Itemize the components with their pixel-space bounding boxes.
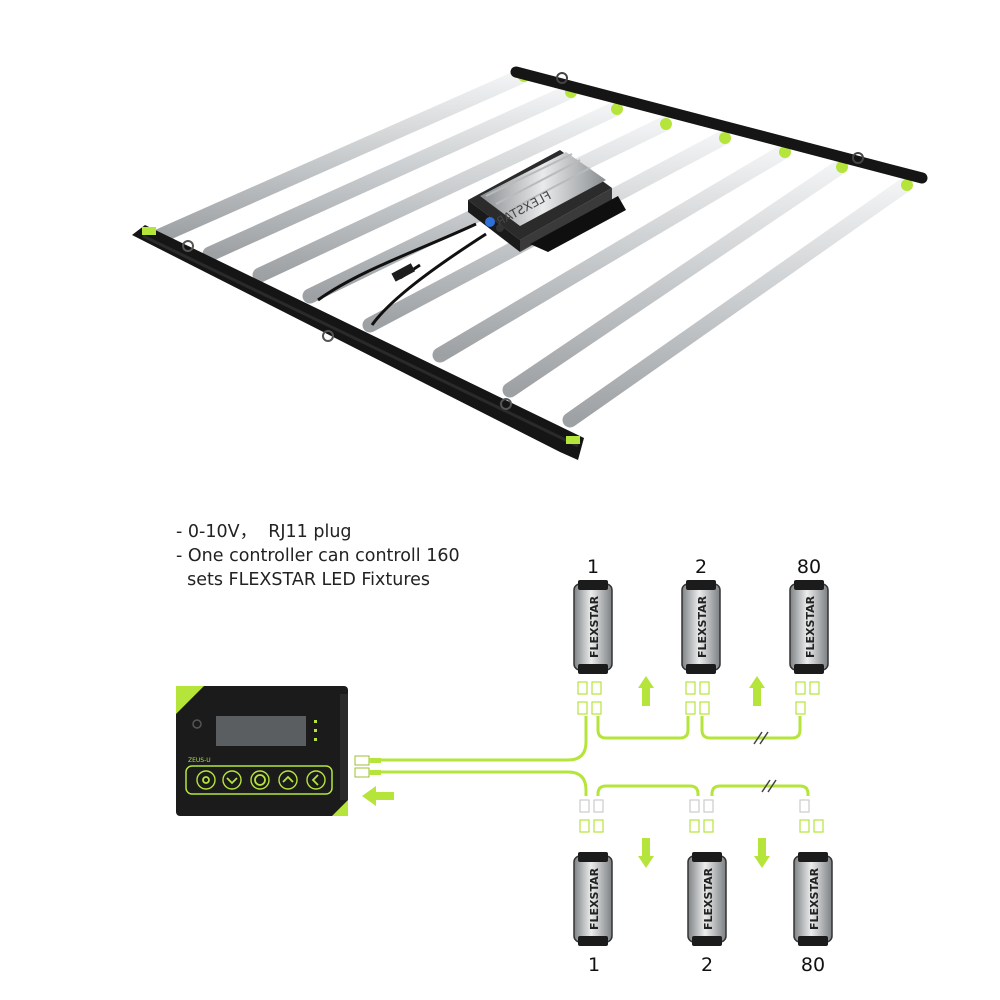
light-bars	[152, 68, 913, 428]
back-button	[306, 770, 326, 790]
light-bar	[562, 177, 913, 428]
indicator-dots	[314, 720, 317, 741]
input-arrow	[362, 786, 394, 806]
light-bar	[432, 144, 791, 363]
fixture-chain-bottom: FLEXSTAR FLEXSTAR FLEXSTAR	[573, 852, 833, 946]
hanging-ring	[852, 152, 864, 164]
controller-model-label: ZEUS-U	[188, 757, 211, 764]
hanging-ring	[182, 240, 194, 252]
arrow-down-icon	[638, 838, 654, 868]
fixture-chain-top: FLEXSTAR FLEXSTAR FLEXSTAR	[573, 580, 829, 674]
fixture-brand-text: FLEXSTAR	[804, 595, 817, 658]
fixture-number-label: 2	[700, 954, 714, 976]
fixture-number-label: 1	[586, 556, 600, 578]
fixture-module: FLEXSTAR	[573, 580, 613, 674]
fixture-module: FLEXSTAR	[681, 580, 721, 674]
bar-end-caps	[518, 70, 913, 191]
arrow-up-icon	[638, 676, 654, 706]
fixture-module: FLEXSTAR	[687, 852, 727, 946]
ok-button	[250, 770, 270, 790]
brightness-button	[196, 770, 216, 790]
hanging-ring	[322, 330, 334, 342]
fixture-brand-text: FLEXSTAR	[702, 867, 715, 930]
controller-display	[216, 716, 306, 746]
arrow-up-icon	[749, 676, 765, 706]
fixture-number-label: 2	[694, 556, 708, 578]
note-line: - One controller can controll 160	[176, 546, 460, 566]
fixture-module: FLEXSTAR	[573, 852, 613, 946]
hanging-ring	[556, 72, 568, 84]
led-driver: FLEXSTAR	[468, 150, 626, 252]
flow-arrows	[638, 676, 770, 868]
light-bar	[152, 68, 530, 244]
fixture-brand-text: FLEXSTAR	[808, 867, 821, 930]
spec-notes: - 0-10V， RJ11 plug - One controller can …	[176, 520, 460, 592]
controller-keypad	[185, 765, 333, 795]
light-bar	[202, 84, 577, 262]
down-button	[222, 770, 242, 790]
fixture-module: FLEXSTAR	[793, 852, 833, 946]
fixture-brand-text: FLEXSTAR	[588, 867, 601, 930]
fixture-brand-text: FLEXSTAR	[696, 595, 709, 658]
break-marks	[753, 731, 777, 793]
led-fixture-illustration: FLEXSTAR	[132, 66, 928, 460]
arrow-down-icon	[754, 838, 770, 868]
keypad-buttons	[196, 770, 326, 790]
hanging-ring	[500, 398, 512, 410]
note-line: sets FLEXSTAR LED Fixtures	[176, 570, 431, 590]
light-bar	[502, 159, 848, 398]
fixture-number-label: 1	[587, 954, 601, 976]
connection-lines	[381, 716, 810, 796]
light-bar	[252, 101, 623, 283]
controller-unit: ZEUS-U	[176, 686, 394, 816]
rj11-port	[354, 767, 370, 778]
fixture-number-label: 80	[796, 556, 822, 578]
rj11-port	[354, 755, 370, 766]
front-frame-rail	[132, 225, 584, 460]
fixture-brand-text: FLEXSTAR	[588, 595, 601, 658]
up-button	[278, 770, 298, 790]
fixture-module: FLEXSTAR	[789, 580, 829, 674]
top-connectors	[577, 681, 820, 715]
bottom-connectors	[579, 799, 824, 833]
status-led	[192, 719, 202, 729]
fixture-number-label: 80	[800, 954, 826, 976]
note-line: - 0-10V， RJ11 plug	[176, 522, 352, 542]
